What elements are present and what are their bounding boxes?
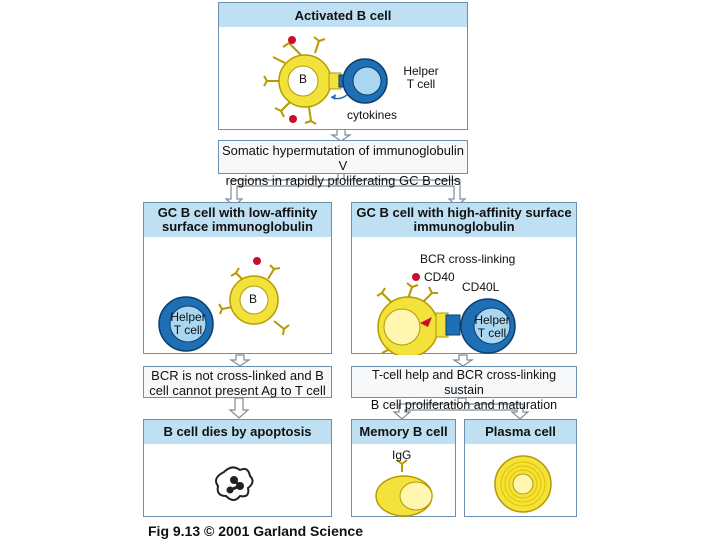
low-affinity-helper-line2: T cell (173, 323, 203, 337)
high-affinity-helper-label: Helper T cell (472, 314, 512, 340)
arrow-left-to-outcome (229, 354, 251, 367)
hypermutation-text: Somatic hypermutation of immunoglobulin … (221, 143, 465, 188)
memory-b-cell-panel: Memory B cell IgG (351, 419, 456, 517)
left-outcome-line1: BCR is not cross-linked and B (151, 368, 324, 383)
low-affinity-b-label: B (249, 292, 258, 306)
activated-b-cell-panel: Activated B cell B Helper T cell cytokin… (218, 2, 468, 130)
right-outcome-text: T-cell help and BCR cross-linking sustai… (353, 368, 575, 413)
right-outcome-line2: B cell proliferation and maturation (370, 398, 558, 412)
apoptosis-title: B cell dies by apoptosis (144, 420, 331, 444)
plasma-cell-panel: Plasma cell (464, 419, 577, 517)
helper-t-cell-label: Helper T cell (401, 65, 441, 91)
low-affinity-title: GC B cell with low-affinity surface immu… (144, 203, 331, 237)
helper-label-line2: T cell (406, 77, 436, 91)
left-outcome-line2: cell cannot present Ag to T cell (149, 383, 326, 398)
helper-label-line1: Helper (403, 64, 439, 78)
low-affinity-title-line2: surface immunoglobulin (162, 219, 313, 234)
plasma-cell-illustration (494, 455, 552, 513)
b-cell-label: B (299, 72, 308, 86)
memory-b-cell-title: Memory B cell (352, 420, 455, 444)
right-outcome-box: T-cell help and BCR cross-linking sustai… (351, 366, 577, 412)
low-affinity-panel: GC B cell with low-affinity surface immu… (143, 202, 332, 354)
arrow-right-to-outcome (452, 354, 474, 367)
apoptotic-cell-illustration (215, 466, 254, 501)
hypermutation-line2: regions in rapidly proliferating GC B ce… (225, 173, 461, 188)
plasma-cell-title: Plasma cell (465, 420, 576, 444)
antigen-dot (253, 257, 261, 265)
left-outcome-box: BCR is not cross-linked and B cell canno… (143, 366, 332, 398)
antigen-dot (412, 273, 420, 281)
antigen-dot (288, 36, 296, 44)
cd40l-label: CD40L (462, 280, 500, 294)
right-outcome-line1: T-cell help and BCR cross-linking sustai… (371, 368, 557, 397)
bcr-cross-linking-label: BCR cross-linking (420, 252, 516, 266)
high-affinity-title: GC B cell with high-affinity surface imm… (352, 203, 576, 237)
antigen-dot (289, 115, 297, 123)
high-affinity-helper-line1: Helper (474, 313, 510, 327)
low-affinity-title-line1: GC B cell with low-affinity (157, 205, 318, 220)
high-affinity-panel: GC B cell with high-affinity surface imm… (351, 202, 577, 355)
high-affinity-title-line2: immunoglobulin (413, 219, 515, 234)
figure-caption: Fig 9.13 © 2001 Garland Science (148, 523, 363, 539)
hypermutation-line1: Somatic hypermutation of immunoglobulin … (221, 143, 465, 173)
arrow-split-memory-plasma (392, 397, 530, 420)
low-affinity-illustration (158, 257, 290, 352)
left-outcome-text: BCR is not cross-linked and B cell canno… (146, 368, 329, 398)
high-affinity-illustration (376, 273, 516, 355)
high-affinity-helper-line2: T cell (477, 326, 507, 340)
hypermutation-box: Somatic hypermutation of immunoglobulin … (218, 140, 468, 188)
cd40-label: CD40 (424, 270, 455, 284)
arrow-outcome-to-apoptosis (228, 397, 250, 419)
low-affinity-helper-line1: Helper (170, 310, 206, 324)
activated-b-cell-title: Activated B cell (219, 3, 467, 27)
cytokines-label: cytokines (347, 108, 398, 122)
igg-label: IgG (392, 448, 412, 462)
activated-b-cell-illustration (263, 36, 388, 125)
high-affinity-title-line1: GC B cell with high-affinity surface (356, 205, 572, 220)
apoptosis-panel: B cell dies by apoptosis (143, 419, 332, 517)
memory-b-cell-illustration (375, 459, 433, 517)
low-affinity-helper-label: Helper T cell (168, 311, 208, 337)
